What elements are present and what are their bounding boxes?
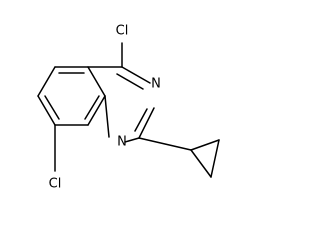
bond-c8-c8a <box>87 95 106 126</box>
double-bond-c4-n3 <box>116 73 144 90</box>
bond-c2-n1 <box>124 137 140 143</box>
bond-n1-c8a <box>104 95 110 138</box>
bond-n3-c2 <box>138 107 155 139</box>
atom-label-n1: N <box>117 135 127 150</box>
double-bond-n3-c2 <box>134 108 148 132</box>
structure-canvas: Cl N N Cl <box>37 23 220 192</box>
bond-c4-n3 <box>121 66 151 84</box>
bond-c2-cyclopropyl <box>138 137 192 151</box>
atom-label-cl-top: Cl <box>116 24 129 39</box>
bond-cyclopropyl-2 <box>210 139 220 178</box>
bond-cyclopropyl-3 <box>190 149 212 178</box>
molecule-structure: Cl N N Cl <box>37 23 220 192</box>
bond-c8a-c4a <box>87 66 106 97</box>
atom-label-cl-bottom: Cl <box>49 177 62 192</box>
double-bond-c6-c7 <box>44 95 60 120</box>
atom-label-n3: N <box>151 77 161 92</box>
bond-c6-c7 <box>37 95 56 126</box>
double-bond-c8-c8a <box>84 95 100 120</box>
bond-c5-c6 <box>37 66 56 97</box>
bond-cyclopropyl-1 <box>190 139 220 151</box>
